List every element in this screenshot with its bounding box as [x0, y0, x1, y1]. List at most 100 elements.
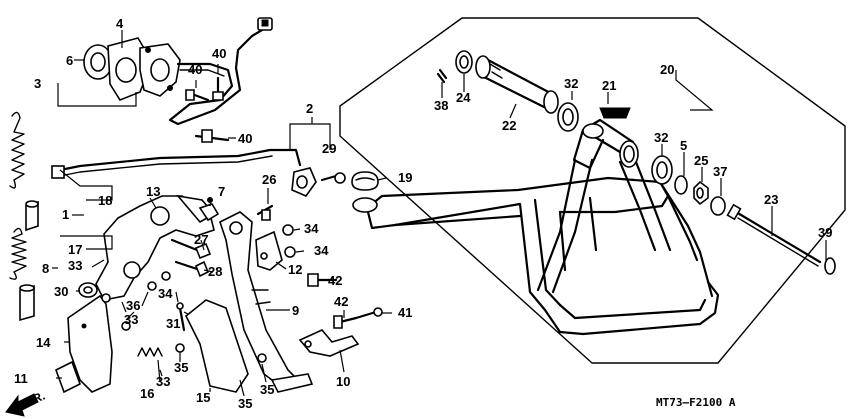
- washer-36: [147, 281, 157, 291]
- nut-39: [824, 257, 836, 275]
- screw-29: [320, 172, 346, 184]
- callout-29: 29: [322, 141, 336, 156]
- callout-4: 4: [116, 16, 124, 31]
- part-11: [55, 360, 81, 394]
- callout-42-b: 42: [334, 294, 348, 309]
- callout-32-b: 32: [654, 130, 668, 145]
- nut-34-b: [284, 246, 296, 258]
- callout-2: 2: [306, 101, 313, 116]
- callout-6: 6: [66, 53, 73, 68]
- washer-33-b: [121, 321, 131, 331]
- main-stand-group: [339, 17, 846, 364]
- callout-37: 37: [713, 164, 727, 179]
- callout-19: 19: [398, 170, 412, 185]
- callout-34-c: 34: [158, 286, 173, 301]
- callout-40-b: 40: [188, 62, 202, 77]
- diagram-code: MT73–F2100 A: [656, 396, 736, 409]
- callout-36: 36: [126, 298, 140, 313]
- bolt-40-c: [194, 129, 230, 143]
- spring-16: [137, 347, 163, 357]
- callout-30: 30: [54, 284, 68, 299]
- stopper-19: [351, 171, 379, 191]
- nut-34-a: [282, 224, 294, 236]
- spring-lower: [9, 227, 27, 280]
- callout-38: 38: [434, 98, 448, 113]
- callout-11: 11: [14, 371, 28, 386]
- pivot-bolt: [726, 203, 822, 267]
- callout-labels: 3 6 4 40 40 40 2 29 18 1 17 8 13 7 26 27…: [14, 16, 832, 411]
- callout-10: 10: [336, 374, 350, 389]
- washer-33-a: [101, 293, 111, 303]
- callout-40-a: 40: [212, 46, 226, 61]
- side-stand: [219, 211, 314, 393]
- stand-tag: [599, 107, 631, 119]
- callout-20: 20: [660, 62, 674, 77]
- callout-33-b: 33: [124, 312, 138, 327]
- callout-16: 16: [140, 386, 154, 401]
- callout-34-b: 34: [314, 243, 329, 258]
- callout-40-c: 40: [238, 131, 252, 146]
- front-arrow: FR.: [5, 389, 47, 417]
- stand-bracket-12: [255, 230, 283, 271]
- callout-17: 17: [68, 242, 82, 257]
- nut-35-a: [175, 343, 185, 353]
- bolt-41: [354, 307, 383, 320]
- callout-24: 24: [456, 90, 471, 105]
- callout-21: 21: [602, 78, 616, 93]
- callout-25: 25: [694, 153, 708, 168]
- callout-33-a: 33: [68, 258, 82, 273]
- callout-28: 28: [208, 264, 222, 279]
- spring-upper: [9, 111, 25, 189]
- collar: [455, 50, 473, 74]
- bolt-27: [170, 238, 212, 260]
- callout-42-a: 42: [328, 273, 342, 288]
- callout-18: 18: [98, 193, 112, 208]
- grease-nipple-7: [198, 197, 220, 222]
- callout-26: 26: [262, 172, 276, 187]
- main-stand-frame: [352, 118, 720, 336]
- washer-30: [78, 282, 98, 298]
- bolt-head-25: [693, 180, 709, 206]
- callout-22: 22: [502, 118, 516, 133]
- collar-1: [25, 200, 39, 232]
- switch-harness: [168, 17, 273, 126]
- callout-31: 31: [166, 316, 180, 331]
- collar-8: [19, 284, 35, 322]
- side-stand-switch: [83, 37, 181, 101]
- dust-seal-37: [710, 196, 726, 216]
- speed-sensor-cable: [51, 148, 317, 197]
- callout-34-a: 34: [304, 221, 319, 236]
- callout-13: 13: [146, 184, 160, 199]
- callout-9: 9: [292, 303, 299, 318]
- bearing-lower: [651, 155, 673, 185]
- washer-5: [674, 175, 688, 195]
- spring-pin: [436, 68, 448, 84]
- callout-12: 12: [288, 262, 302, 277]
- pivot-pipe: [475, 55, 559, 114]
- nut-35-c: [257, 353, 267, 363]
- bolt-40-b: [185, 89, 210, 102]
- callout-7: 7: [218, 184, 225, 199]
- callout-35-c: 35: [260, 382, 274, 397]
- callout-41: 41: [398, 305, 412, 320]
- nut-34-c: [161, 271, 171, 281]
- bolt-26: [256, 204, 274, 221]
- bolt-42-b: [333, 315, 358, 329]
- callout-35-b: 35: [238, 396, 252, 411]
- bearing-upper: [557, 102, 579, 132]
- callout-1: 1: [62, 207, 69, 222]
- callout-8: 8: [42, 261, 49, 276]
- callout-14: 14: [36, 335, 51, 350]
- callout-27: 27: [194, 232, 208, 247]
- callout-23: 23: [764, 192, 778, 207]
- main-stand-box-outline: [339, 17, 846, 364]
- bolt-40-a: [212, 76, 224, 101]
- bolt-28: [174, 260, 210, 278]
- callout-33-c: 33: [156, 374, 170, 389]
- front-label: FR.: [24, 389, 47, 409]
- callout-5: 5: [680, 138, 687, 153]
- callout-15: 15: [196, 390, 210, 405]
- callout-35-a: 35: [174, 360, 188, 375]
